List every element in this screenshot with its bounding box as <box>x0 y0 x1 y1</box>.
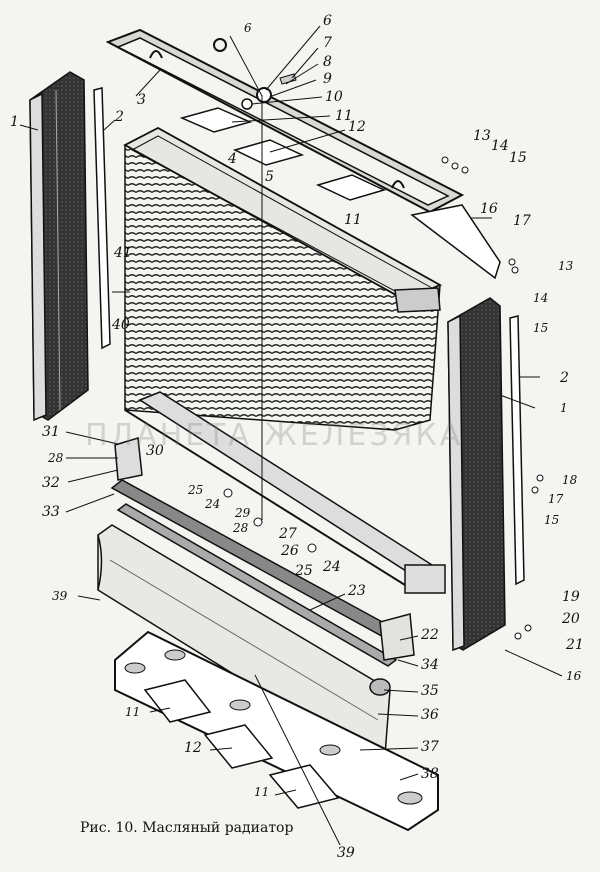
label-6: 6 <box>323 13 332 29</box>
label-33: 33 <box>42 504 60 520</box>
label-13-top: 13 <box>473 128 491 144</box>
label-11-lower-b: 11 <box>254 785 270 799</box>
label-8: 8 <box>323 54 332 70</box>
label-20: 20 <box>562 611 580 627</box>
label-24-upper: 24 <box>205 497 221 511</box>
label-11-lower-a: 11 <box>125 705 141 719</box>
right-side-panel <box>447 297 506 652</box>
left-seal-strip <box>93 87 111 350</box>
label-39-left: 39 <box>52 589 68 603</box>
label-25-upper: 25 <box>188 483 204 497</box>
label-40: 40 <box>112 317 130 333</box>
label-15-right: 15 <box>533 321 549 335</box>
label-14-right: 14 <box>533 291 549 305</box>
label-26: 26 <box>281 543 299 559</box>
long-tube-assembly <box>110 479 415 667</box>
label-23: 23 <box>348 583 366 599</box>
label-22: 22 <box>421 627 439 643</box>
label-12-top: 12 <box>348 119 366 135</box>
label-28-mid: 28 <box>233 521 249 535</box>
label-15-top: 15 <box>509 150 527 166</box>
label-41: 41 <box>114 245 132 261</box>
left-side-panel <box>29 71 89 422</box>
label-6-upper: 6 <box>244 21 252 35</box>
label-30: 30 <box>146 443 164 459</box>
label-1-left: 1 <box>10 114 19 130</box>
label-18: 18 <box>562 473 578 487</box>
label-2-left: 2 <box>115 109 124 125</box>
label-31: 31 <box>42 424 60 440</box>
label-13-right: 13 <box>558 259 574 273</box>
label-32: 32 <box>42 475 60 491</box>
label-35: 35 <box>421 683 439 699</box>
figure-caption: Рис. 10. Масляный радиатор <box>80 820 294 836</box>
label-7: 7 <box>323 35 332 51</box>
label-17-lower: 17 <box>548 492 564 506</box>
bottom-frame <box>114 630 439 832</box>
radiator-core <box>123 126 446 594</box>
label-11-top: 11 <box>335 108 353 124</box>
label-16-lower: 16 <box>566 669 582 683</box>
right-seal-strip <box>509 315 525 586</box>
label-36: 36 <box>421 707 439 723</box>
label-38: 38 <box>421 766 439 782</box>
fastener-bolts <box>223 156 544 640</box>
label-37: 37 <box>421 739 439 755</box>
label-19: 19 <box>562 589 580 605</box>
label-1-right: 1 <box>560 401 568 415</box>
label-5: 5 <box>265 169 274 185</box>
label-39-bottom: 39 <box>337 845 355 861</box>
label-4: 4 <box>228 151 237 167</box>
top-right-bracket <box>410 204 501 280</box>
label-2-right: 2 <box>560 370 569 386</box>
label-9: 9 <box>323 71 332 87</box>
lower-left-bracket <box>114 437 143 481</box>
label-28-left: 28 <box>48 451 64 465</box>
label-11-mid: 11 <box>344 212 362 228</box>
label-27: 27 <box>279 526 297 542</box>
label-12-lower: 12 <box>184 740 202 756</box>
watermark: ПЛАНЕТА ЖЕЛЕЗЯКА <box>85 418 464 453</box>
label-15-lower: 15 <box>544 513 560 527</box>
label-3: 3 <box>137 92 146 108</box>
label-16-top: 16 <box>480 201 498 217</box>
label-24-lower: 24 <box>323 559 341 575</box>
label-21: 21 <box>566 637 584 653</box>
label-14-top: 14 <box>491 138 509 154</box>
leader-lines <box>19 25 563 846</box>
label-25-lower: 25 <box>295 563 313 579</box>
label-29: 29 <box>235 506 251 520</box>
label-10: 10 <box>325 89 343 105</box>
top-mount-plates <box>179 107 387 201</box>
label-34: 34 <box>421 657 439 673</box>
label-17-top: 17 <box>513 213 531 229</box>
